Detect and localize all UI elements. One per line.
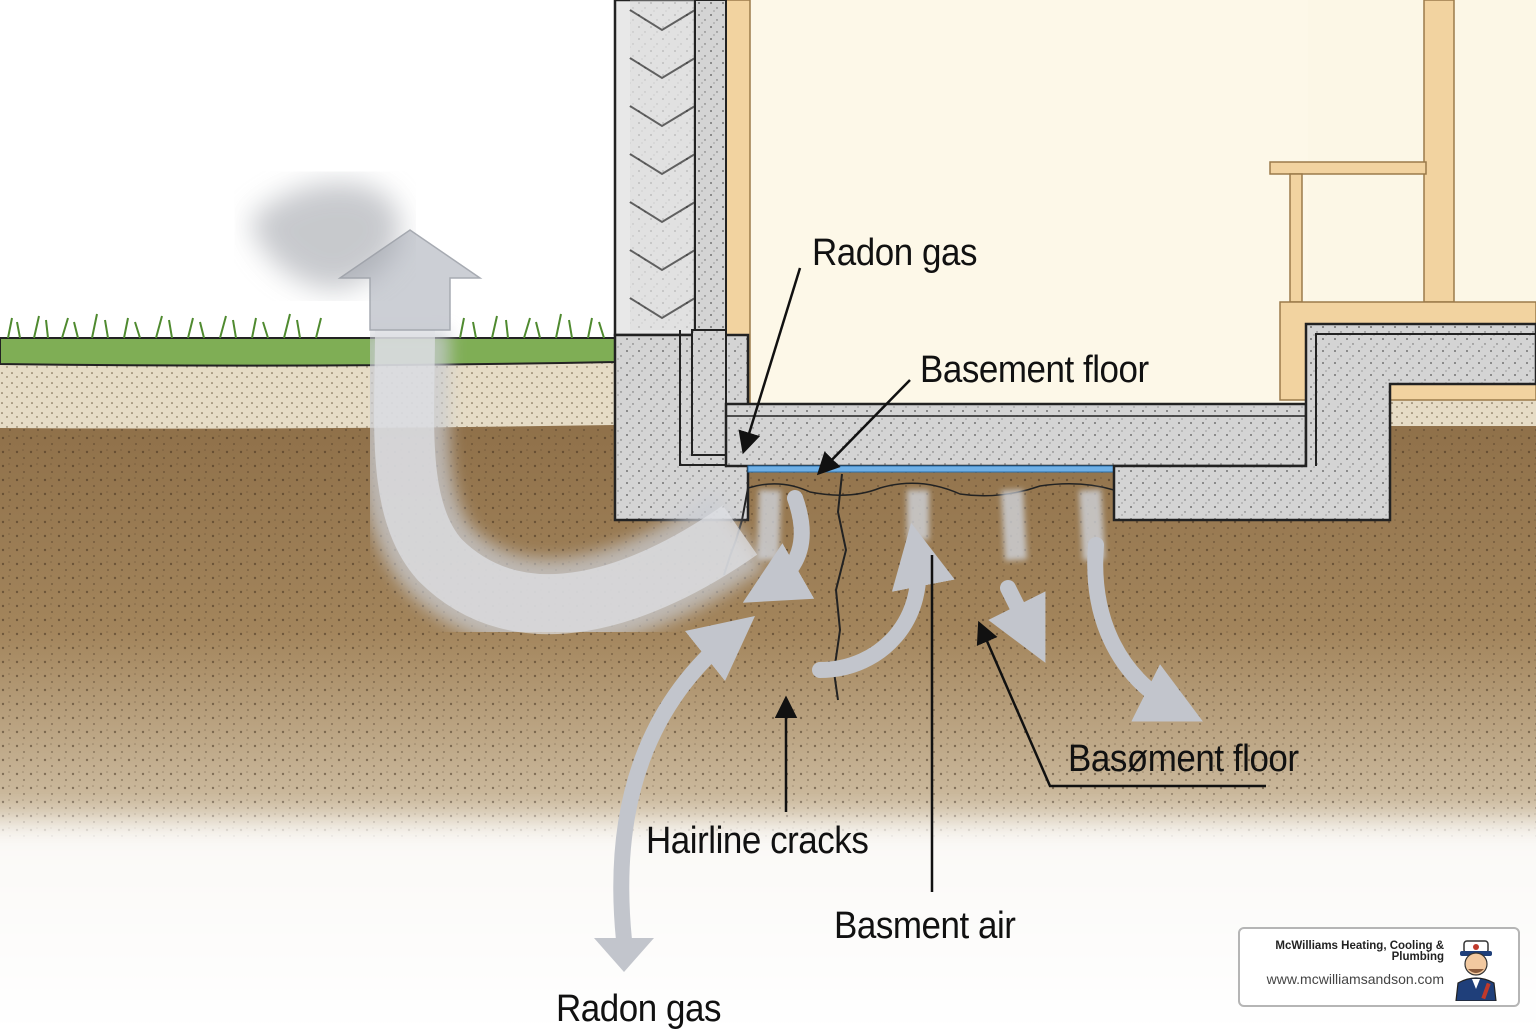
smoke-cloud — [250, 182, 401, 290]
subslab-soil-line — [747, 482, 1115, 497]
wood-shelf — [1269, 161, 1427, 175]
grass-blades-icon — [7, 313, 605, 339]
basement-interior — [748, 0, 1308, 404]
vapor-barrier — [747, 465, 1115, 473]
brand-name: McWilliams Heating, Cooling & Plumbing — [1275, 940, 1444, 963]
floor-step-edge — [1305, 324, 1536, 466]
wood-leg — [1289, 173, 1303, 303]
floor-step-right — [1112, 322, 1536, 522]
brand-card[interactable]: McWilliams Heating, Cooling & Plumbing w… — [1238, 927, 1520, 1007]
wall-texture — [630, 0, 695, 330]
label-basement-air: Basment air — [834, 905, 1016, 947]
grass-strip — [0, 337, 616, 367]
label-basement-floor-right: Basøment floor — [1068, 738, 1299, 780]
topsoil-left — [0, 362, 615, 429]
label-radon-gas-top: Radon gas — [812, 232, 977, 274]
basement-floor-slab — [724, 402, 1308, 468]
brand-url[interactable]: www.mcwilliamsandson.com — [1266, 971, 1444, 987]
wall-inner-concrete — [694, 0, 727, 336]
label-radon-gas-bottom: Radon gas — [556, 988, 721, 1030]
label-basement-floor-top: Basement floor — [920, 349, 1149, 391]
plumber-mascot-icon — [1455, 940, 1497, 1001]
label-hairline-cracks: Hairline cracks — [646, 820, 869, 862]
gas-flow-arrows — [613, 490, 1203, 948]
wall-lower-inner — [691, 329, 727, 456]
leader-lines — [738, 267, 1266, 892]
down-arrow-icon — [594, 938, 654, 972]
wood-post-right — [1423, 0, 1455, 303]
radon-plume-core — [374, 329, 758, 635]
